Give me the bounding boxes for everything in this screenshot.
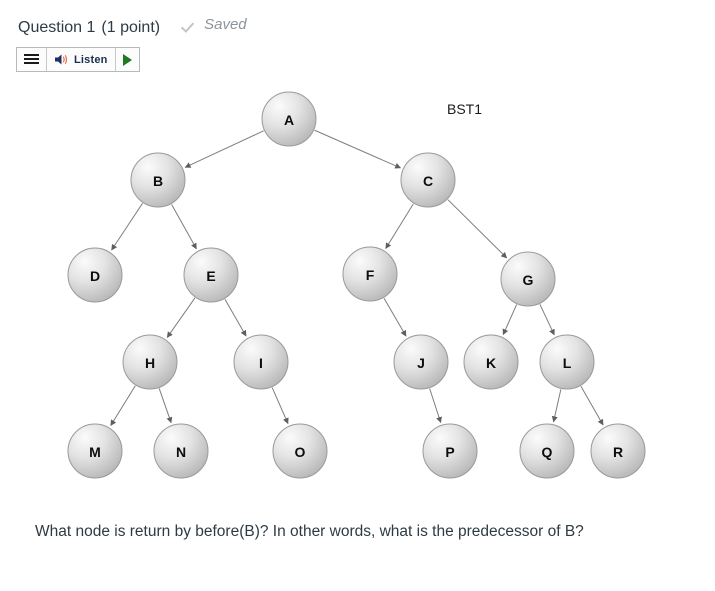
tree-node-circle [500,251,556,307]
saved-status: Saved [182,16,247,33]
tree-node-n: N [153,423,209,479]
tree-node-circle [400,152,456,208]
tree-node-circle [153,423,209,479]
tree-node-circle [67,247,123,303]
question-text: What node is return by before(B)? In oth… [35,523,584,540]
tree-edge-l-r [580,386,604,426]
tree-node-f: F [342,246,398,302]
tree-node-label: C [423,173,433,189]
tree-node-circle [463,334,519,390]
tree-node-label: I [259,355,263,371]
tree-node-label: J [417,355,425,371]
tree-edge-a-b [184,130,264,168]
tree-node-label: Q [542,444,553,460]
tree-edge-c-g [447,199,508,259]
page-title: Question 1 [18,19,96,36]
tree-node-label: L [563,355,572,371]
tree-node-circle [183,247,239,303]
tree-edge-l-q [551,389,562,423]
tree-node-circle [590,423,646,479]
saved-label: Saved [204,16,247,33]
tree-node-circle [393,334,449,390]
tree-node-label: E [206,268,215,284]
tree-node-l: L [539,334,595,390]
tree-node-circle [122,334,178,390]
tree-node-o: O [272,423,328,479]
tree-node-circle [67,423,123,479]
tree-edge-e-i [224,299,247,337]
tree-edge-f-j [383,297,407,337]
speaker-icon [55,54,67,65]
tree-node-circle [519,423,575,479]
hamburger-menu-icon [24,53,39,66]
tree-edge-a-c [314,129,402,169]
tree-node-label: D [90,268,100,284]
tree-node-label: N [176,444,186,460]
tree-edge-h-n [158,388,173,424]
check-icon [182,19,197,34]
tree-node-circle [342,246,398,302]
tree-node-q: Q [519,423,575,479]
tree-node-circle [422,423,478,479]
tree-node-a: A [261,91,317,147]
tree-node-h: H [122,334,178,390]
tree-svg: A B C D E F G H I J K L M N O P Q R BST1 [67,91,646,479]
tree-node-c: C [400,152,456,208]
tree-edge-g-k [502,304,518,336]
tree-node-p: P [422,423,478,479]
diagram-caption: BST1 [447,101,482,117]
tree-node-label: K [486,355,496,371]
tree-node-label: G [523,272,534,288]
tree-node-circle [261,91,317,147]
tree-node-i: I [233,334,289,390]
tree-edge-b-d [111,203,143,251]
tree-node-r: R [590,423,646,479]
question-header: Question 1 (1 point) Saved [18,16,247,37]
tree-edge-i-o [271,387,289,425]
tree-node-k: K [463,334,519,390]
tree-node-b: B [130,152,186,208]
read-aloud-toolbar: Listen [16,47,140,72]
play-triangle-icon [122,53,132,66]
tree-edge-c-f [385,203,414,249]
question-points: (1 point) [101,19,161,36]
tree-node-label: M [89,444,101,460]
menu-button[interactable] [17,48,47,71]
tree-node-label: O [295,444,306,460]
tree-node-circle [272,423,328,479]
tree-edge-h-m [110,385,136,426]
tree-node-label: B [153,173,163,189]
tree-edge-g-l [539,304,555,336]
listen-button[interactable]: Listen [47,48,116,71]
tree-edge-e-h [166,297,196,338]
tree-node-label: R [613,444,623,460]
tree-node-label: H [145,355,155,371]
tree-edge-b-e [171,204,197,250]
tree-node-label: P [445,444,454,460]
binary-search-tree-diagram: A B C D E F G H I J K L M N O P Q R BST1 [0,80,715,495]
tree-node-label: F [366,267,375,283]
listen-label: Listen [74,53,108,66]
tree-node-circle [233,334,289,390]
tree-node-d: D [67,247,123,303]
tree-node-e: E [183,247,239,303]
tree-edge-layer [110,129,604,426]
tree-node-circle [130,152,186,208]
tree-node-j: J [393,334,449,390]
tree-node-circle [539,334,595,390]
tree-node-label: A [284,112,294,128]
tree-edge-j-p [429,388,442,424]
tree-node-g: G [500,251,556,307]
tree-node-m: M [67,423,123,479]
tree-node-layer: A B C D E F G H I J K L M N O P Q R [67,91,646,479]
play-button[interactable] [115,48,139,71]
